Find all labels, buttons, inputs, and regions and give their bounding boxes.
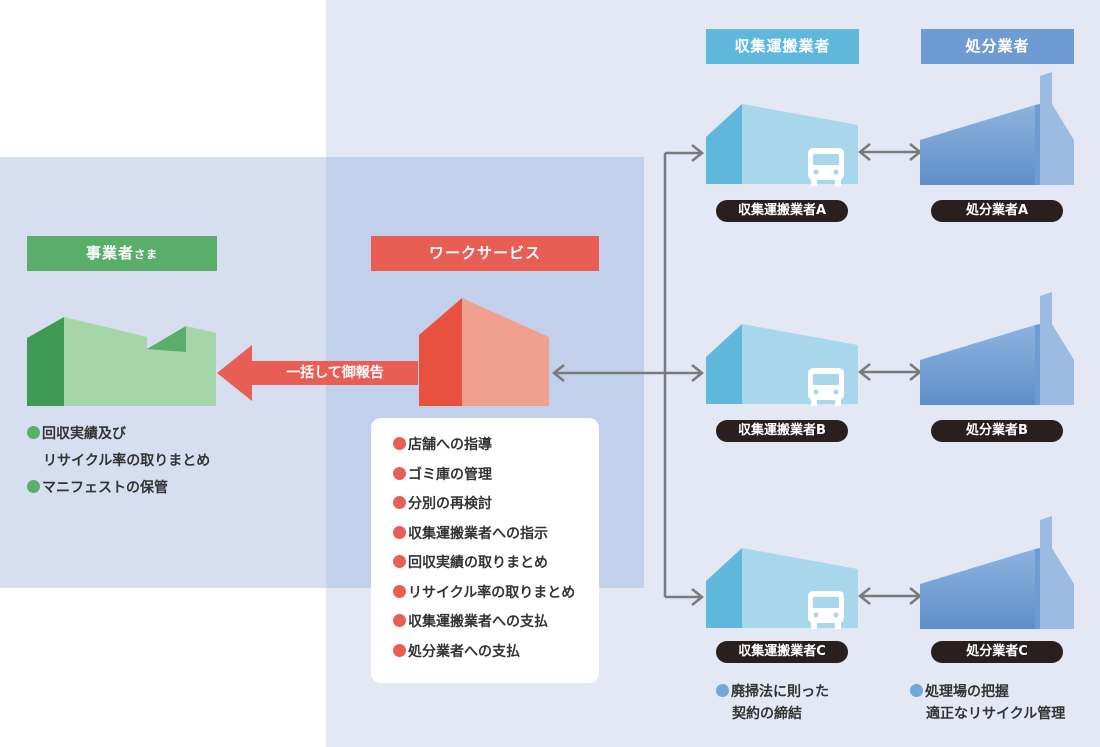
list-item: 処分業者への支払: [393, 638, 599, 668]
list-item: 廃掃法に則った: [716, 681, 829, 703]
collector-notes: 廃掃法に則った 契約の締結: [716, 681, 829, 725]
report-arrow: [217, 345, 418, 401]
disposer-a-label: 処分業者A: [931, 200, 1063, 222]
bullet-icon: [393, 525, 406, 539]
bus-icon: [808, 148, 844, 186]
bullet-icon: [393, 555, 406, 568]
list-item: 回収実績の取りまとめ: [393, 549, 599, 579]
bullet-icon: [393, 643, 406, 657]
list-item: 収集運搬業者への支払: [393, 608, 599, 638]
collector-b-label: 収集運搬業者B: [716, 420, 848, 442]
double-arrows: [857, 143, 923, 605]
disposal-factory-icon: [920, 72, 1074, 185]
report-arrow-label: 一括して御報告: [286, 365, 384, 381]
bullet-icon: [393, 496, 406, 509]
work-service-building-icon: [419, 298, 549, 406]
collection-header: 収集運搬業者: [706, 29, 859, 64]
list-item: リサイクル率の取りまとめ: [43, 453, 211, 469]
disposer-b-label: 処分業者B: [931, 420, 1063, 442]
client-notes: 回収実績及び リサイクル率の取りまとめ マニフェストの保管: [27, 421, 210, 502]
list-item: 店舗への指導: [393, 431, 599, 461]
work-service-header: ワークサービス: [371, 236, 599, 271]
bullet-icon: [910, 684, 923, 697]
list-item: 分別の再検討: [393, 490, 599, 520]
disposal-factory-icon: [920, 292, 1074, 405]
client-building-icon: [27, 317, 216, 406]
client-header: 事業者さま: [27, 236, 217, 271]
list-item: 処理場の把握: [910, 681, 1065, 703]
disposer-notes: 処理場の把握 適正なリサイクル管理: [910, 681, 1065, 725]
task-card: 店舗への指導 ゴミ庫の管理 分別の再検討 収集運搬業者への指示 回収実績の取りま…: [371, 418, 599, 683]
bus-icon: [808, 368, 844, 406]
list-item: ゴミ庫の管理: [393, 461, 599, 491]
connector-tree: [551, 144, 705, 606]
bullet-icon: [716, 684, 729, 697]
collector-c-label: 収集運搬業者C: [716, 641, 848, 663]
collector-a-label: 収集運搬業者A: [716, 200, 848, 222]
bus-icon: [808, 591, 844, 629]
bullet-icon: [393, 584, 406, 598]
disposer-c-label: 処分業者C: [931, 641, 1063, 663]
list-item: 適正なリサイクル管理: [926, 706, 1066, 722]
list-item: マニフェストの保管: [27, 475, 210, 502]
list-item: 契約の締結: [732, 706, 802, 722]
list-item: 収集運搬業者への指示: [393, 520, 599, 550]
list-item: リサイクル率の取りまとめ: [393, 579, 599, 609]
bullet-icon: [393, 614, 406, 627]
disposal-factory-icon: [920, 516, 1074, 629]
bullet-icon: [27, 480, 40, 493]
disposal-header: 処分業者: [921, 29, 1074, 64]
bullet-icon: [27, 426, 40, 439]
bullet-icon: [393, 466, 406, 480]
bullet-icon: [393, 437, 406, 450]
list-item: 回収実績及び: [27, 421, 210, 448]
